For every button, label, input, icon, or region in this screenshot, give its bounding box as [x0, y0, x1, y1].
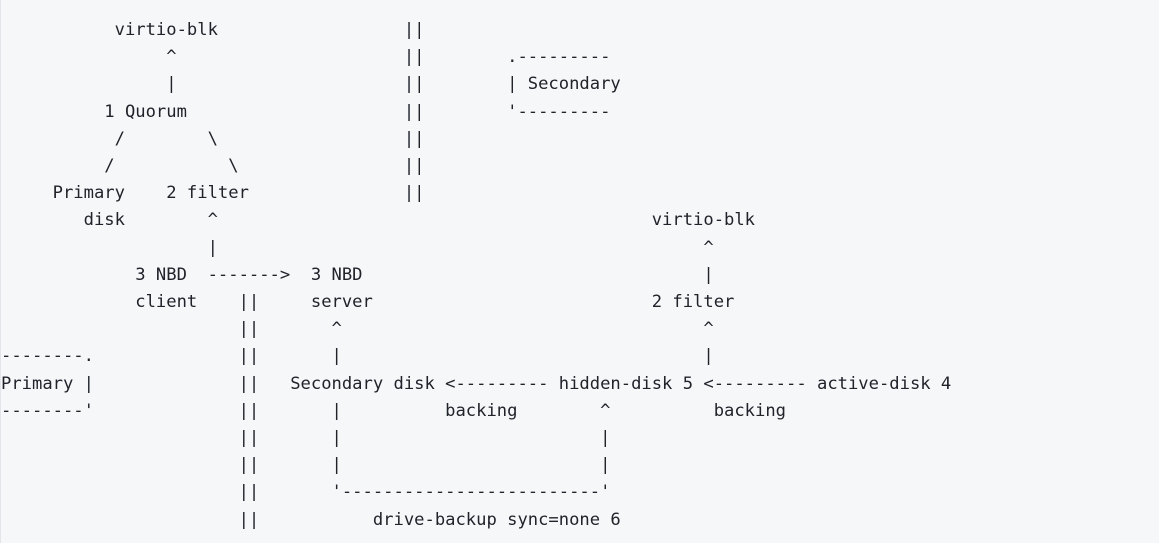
diagram-line-15: || | |: [1, 428, 611, 448]
diagram-line-2: | || | Secondary: [1, 74, 621, 95]
diagram-line-9: 3 NBD -------> 3 NBD |: [1, 264, 714, 285]
diagram-line-4: / \ ||: [1, 128, 425, 149]
diagram-line-14: --------' || | backing ^ backing: [1, 400, 786, 421]
diagram-line-13: Primary | || Secondary disk <--------- h…: [1, 373, 952, 394]
diagram-line-5: / \ ||: [1, 156, 425, 176]
diagram-line-18: || drive-backup sync=none 6: [1, 509, 621, 530]
diagram-line-7: disk ^ virtio-blk: [1, 210, 756, 231]
diagram-line-10: client || server 2 filter: [1, 292, 735, 312]
diagram-line-16: || | |: [1, 455, 611, 476]
diagram-line-1: ^ || .---------: [1, 47, 611, 68]
diagram-line-6: Primary 2 filter ||: [1, 183, 425, 204]
diagram-line-17: || '-------------------------': [1, 482, 611, 503]
diagram-line-8: | ^: [1, 237, 714, 258]
diagram-line-12: --------. || | |: [1, 346, 714, 367]
diagram-line-11: || ^ ^: [1, 319, 714, 340]
diagram-line-0: virtio-blk ||: [1, 20, 425, 40]
diagram-line-3: 1 Quorum || '---------: [1, 101, 611, 122]
